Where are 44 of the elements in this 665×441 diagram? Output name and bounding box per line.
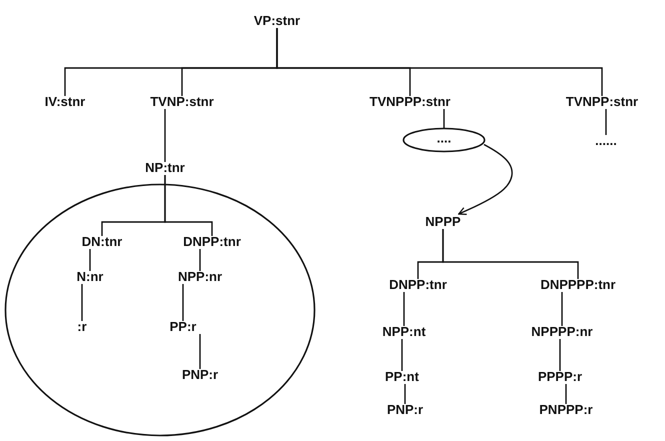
tree-branch-line [199, 334, 201, 369]
tree-node-label: TVNPP:stnr [566, 94, 638, 110]
tree-node-label: NPPPP:nr [531, 324, 593, 340]
tree-node-label: PNPPP:r [539, 402, 593, 418]
tree-branch-line [442, 229, 579, 279]
tree-node-label: NP:tnr [145, 160, 185, 176]
tree-node-label: DNPP:tnr [389, 277, 447, 293]
tree-node-label: IV:stnr [44, 94, 86, 110]
curved-arrow [458, 144, 513, 215]
tree-node-label: N:nr [76, 269, 104, 285]
tree-node-label: DNPP:tnr [183, 234, 241, 250]
tree-node-label: TVNPPP:stnr [370, 94, 450, 110]
tree-node-label: NPP:nt [382, 324, 426, 340]
tree-branch-line [443, 109, 445, 129]
tree-branch-line [605, 109, 607, 135]
tree-branch-line [404, 384, 406, 404]
tree-node-label: PP:r [170, 319, 196, 335]
tree-node-label: PNP:r [386, 402, 424, 418]
circle-group [4, 183, 316, 437]
tree-node-label: :r [77, 319, 87, 335]
tree-branch-line [401, 339, 403, 371]
tree-branch-line [565, 384, 567, 404]
tree-node-label: NPPP [425, 214, 461, 230]
tree-branch-line [559, 339, 561, 371]
tree-branch-line [164, 175, 213, 236]
tree-branch-line [199, 249, 201, 271]
ellipse-node [402, 127, 486, 153]
tree-node-label: PNP:r [182, 367, 218, 383]
tree-node-label: DN:tnr [82, 234, 122, 250]
tree-branch-line [89, 249, 91, 271]
tree-branch-line [403, 292, 405, 326]
tree-branch-line [182, 284, 184, 321]
tree-branch-line [81, 284, 83, 321]
tree-node-label: ...... [595, 133, 617, 149]
tree-node-label: DNPPPP:tnr [540, 277, 616, 293]
tree-node-label: VP:stnr [254, 13, 300, 29]
tree-node-label: PP:nt [385, 369, 419, 385]
node-label: .... [436, 130, 452, 146]
tree-branch-line [164, 109, 166, 162]
tree-branch-line [276, 28, 603, 96]
tree-node-label: NPP:nr [178, 269, 222, 285]
tree-node-label: TVNP:stnr [150, 94, 214, 110]
tree-node-label: PPPP:r [538, 369, 582, 385]
tree-branch-line [561, 292, 563, 326]
